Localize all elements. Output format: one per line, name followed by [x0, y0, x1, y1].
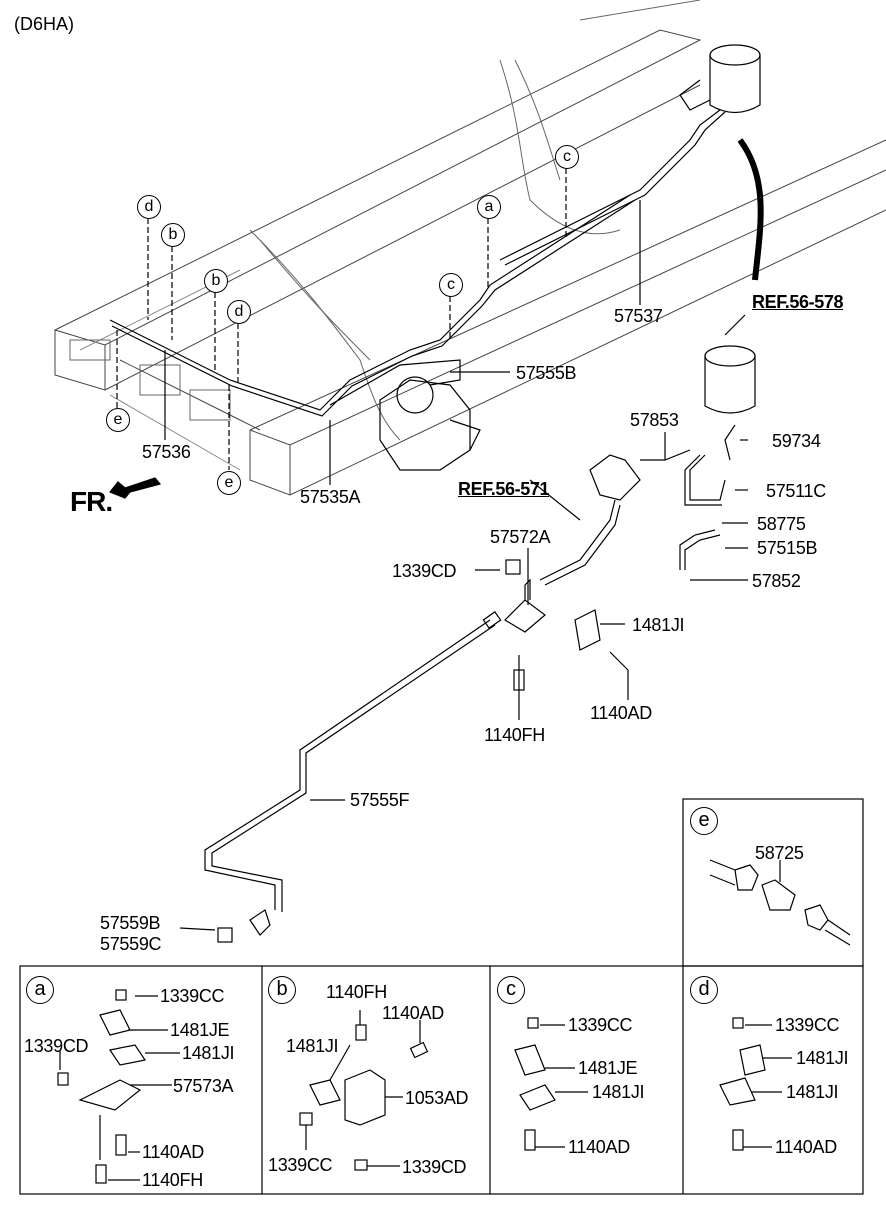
- detail-a-1140FH[interactable]: 1140FH: [142, 1170, 203, 1190]
- panel-a-drawing: [57, 989, 180, 1184]
- detail-e-58725[interactable]: 58725: [755, 843, 804, 863]
- part-57852[interactable]: 57852: [752, 571, 801, 591]
- detail-a-57573A[interactable]: 57573A: [173, 1076, 234, 1096]
- detail-b-1053AD[interactable]: 1053AD: [405, 1088, 469, 1108]
- detail-a-1481JI[interactable]: 1481JI: [182, 1043, 235, 1063]
- detail-frames: [19, 798, 864, 1195]
- ref-56-578[interactable]: REF.56-578: [752, 292, 844, 312]
- panel-c-drawing: [514, 1017, 588, 1151]
- detail-b-1481JI[interactable]: 1481JI: [286, 1036, 339, 1056]
- detail-b-1140AD[interactable]: 1140AD: [382, 1003, 444, 1023]
- callout-d-2[interactable]: d: [227, 300, 251, 324]
- part-57555B[interactable]: 57555B: [516, 363, 577, 383]
- callout-b-2[interactable]: b: [204, 269, 228, 293]
- callout-b-1[interactable]: b: [161, 223, 185, 247]
- part-1339CD[interactable]: 1339CD: [392, 561, 457, 581]
- detail-b-1339CC[interactable]: 1339CC: [268, 1155, 333, 1175]
- part-1140FH[interactable]: 1140FH: [484, 725, 545, 745]
- detail-b-letter: b: [268, 976, 296, 1004]
- part-leaders: [164, 200, 748, 931]
- engine-component: [379, 376, 481, 471]
- panel-b-drawing: [299, 1010, 429, 1171]
- part-57572A[interactable]: 57572A: [490, 527, 551, 547]
- callout-d-1[interactable]: d: [137, 195, 161, 219]
- part-57511C[interactable]: 57511C: [766, 481, 826, 501]
- engine-code: (D6HA): [14, 14, 75, 34]
- callout-c-2[interactable]: c: [439, 273, 463, 297]
- part-58775[interactable]: 58775: [757, 514, 806, 534]
- part-57853[interactable]: 57853: [630, 410, 679, 430]
- ref-arrow-black: [737, 138, 764, 281]
- part-57535A[interactable]: 57535A: [300, 487, 361, 507]
- detail-c-1481JI[interactable]: 1481JI: [592, 1082, 645, 1102]
- detail-e-letter: e: [690, 807, 718, 835]
- panel-e-drawing: [709, 859, 851, 946]
- part-1140AD[interactable]: 1140AD: [590, 703, 652, 723]
- frame-rails: [53, 0, 886, 496]
- front-direction-label: FR.: [70, 486, 113, 517]
- detail-d-1339CC[interactable]: 1339CC: [775, 1015, 840, 1035]
- callout-e-1[interactable]: e: [106, 408, 130, 432]
- fuel-lines-main: [109, 194, 636, 417]
- callout-e-2[interactable]: e: [217, 471, 241, 495]
- detail-d-letter: d: [690, 976, 718, 1004]
- detail-a-letter: a: [26, 976, 54, 1004]
- part-57559B[interactable]: 57559B: [100, 913, 161, 933]
- part-59734[interactable]: 59734: [772, 431, 821, 451]
- detail-a-1140AD[interactable]: 1140AD: [142, 1142, 204, 1162]
- part-57536[interactable]: 57536: [142, 442, 191, 462]
- ref-56-571[interactable]: REF.56-571: [458, 479, 550, 499]
- detail-c-1140AD[interactable]: 1140AD: [568, 1137, 630, 1157]
- part-1481JI[interactable]: 1481JI: [632, 615, 685, 635]
- part-57537[interactable]: 57537: [614, 306, 663, 326]
- detail-b-1339CD[interactable]: 1339CD: [402, 1157, 467, 1177]
- callout-c-1[interactable]: c: [555, 145, 579, 169]
- canister-lower: [589, 345, 756, 570]
- bracket-57572A: [504, 559, 629, 691]
- detail-c-1481JE[interactable]: 1481JE: [578, 1058, 638, 1078]
- fr-arrow: [109, 477, 162, 499]
- fuel-line-57555F: [204, 611, 502, 943]
- detail-d-1481JI-1[interactable]: 1481JI: [796, 1048, 849, 1068]
- detail-a-1481JE[interactable]: 1481JE: [170, 1020, 230, 1040]
- part-57515B[interactable]: 57515B: [757, 538, 818, 558]
- detail-b-1140FH[interactable]: 1140FH: [326, 982, 387, 1002]
- canister-top: [499, 44, 761, 266]
- part-57555F[interactable]: 57555F: [350, 790, 410, 810]
- part-57559C[interactable]: 57559C: [100, 934, 162, 954]
- detail-d-1481JI-2[interactable]: 1481JI: [786, 1082, 839, 1102]
- detail-d-1140AD[interactable]: 1140AD: [775, 1137, 837, 1157]
- detail-c-1339CC[interactable]: 1339CC: [568, 1015, 633, 1035]
- pipe-ref-571: [539, 499, 616, 581]
- callout-leaders: [116, 168, 567, 470]
- callout-a[interactable]: a: [477, 195, 501, 219]
- pipe-ref-571-b: [544, 504, 621, 586]
- detail-a-1339CC[interactable]: 1339CC: [160, 986, 225, 1006]
- panel-d-drawing: [719, 1017, 792, 1151]
- detail-c-letter: c: [497, 976, 525, 1004]
- detail-a-1339CD[interactable]: 1339CD: [24, 1036, 89, 1056]
